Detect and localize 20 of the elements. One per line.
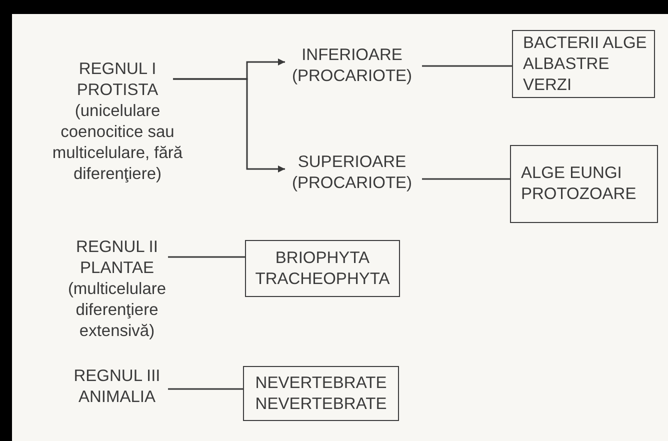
node-description: (multicelulare diferenţiere extensivă) bbox=[66, 278, 168, 342]
node-text: SUPERIOARE (PROCARIOTE) bbox=[290, 152, 414, 194]
node-text: BRIOPHYTA TRACHEOPHYTA bbox=[254, 248, 391, 290]
connector-line bbox=[168, 256, 245, 258]
connector-line bbox=[422, 178, 510, 180]
node-text: REGNUL II PLANTAE bbox=[75, 236, 159, 278]
group-box bbox=[510, 145, 658, 223]
group-box bbox=[245, 240, 400, 297]
node-description: (unicelulare coenocitice sau multicelulare, fără diferenţiere) bbox=[51, 101, 184, 185]
arrow bbox=[173, 78, 285, 172]
node-text: REGNUL I PROTISTA bbox=[76, 59, 160, 101]
connector-line bbox=[168, 388, 243, 390]
node-text: NEVERTEBRATE NEVERTEBRATE bbox=[254, 372, 388, 414]
node-text: ALGE EUNGI PROTOZOARE bbox=[521, 163, 638, 205]
group-box bbox=[243, 366, 399, 421]
node-text: REGNUL III ANIMALIA bbox=[72, 366, 162, 408]
connector-line bbox=[422, 65, 512, 67]
node-text: BACTERII ALGE ALBASTRE VERZI bbox=[523, 32, 648, 96]
group-box bbox=[512, 30, 655, 98]
node-text: INFERIOARE (PROCARIOTE) bbox=[290, 45, 414, 87]
